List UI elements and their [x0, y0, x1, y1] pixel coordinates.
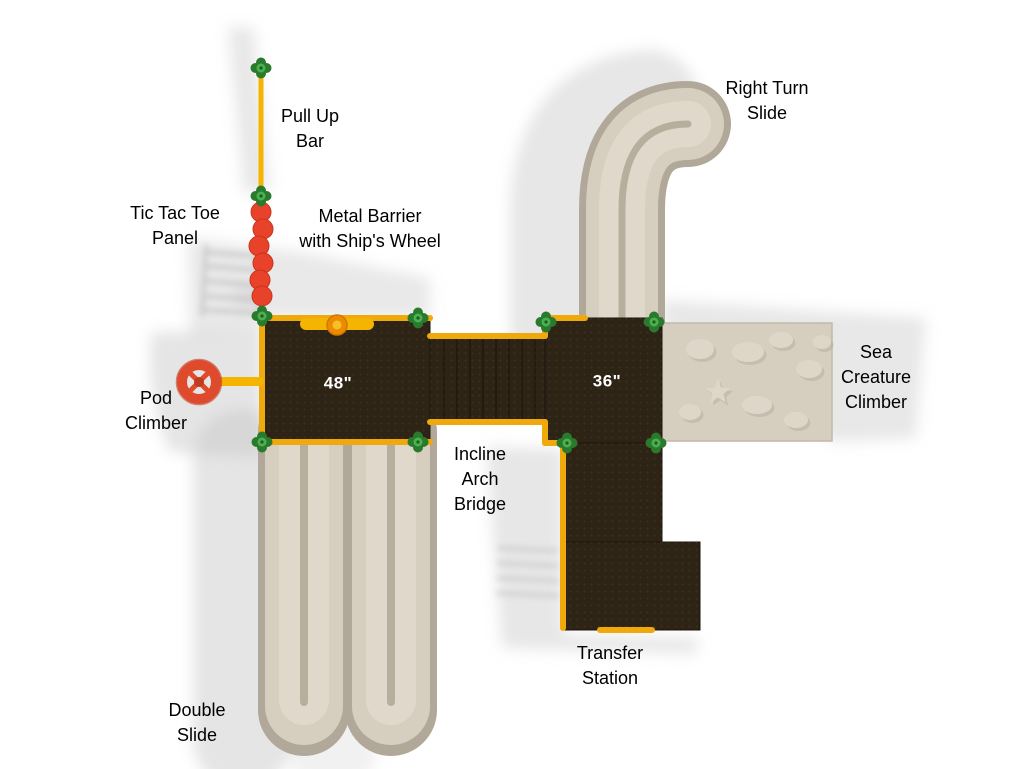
label-transfer-station: Transfer Station	[576, 643, 644, 688]
deck-48	[261, 317, 431, 443]
bridge-slats	[443, 339, 536, 419]
incline-arch-bridge	[429, 335, 546, 423]
label-metal-barrier: Metal Barrier with Ship's Wheel	[299, 206, 441, 251]
deck-36-size-label: 36"	[592, 371, 622, 391]
deck-36	[544, 317, 663, 444]
double-slide	[258, 386, 437, 756]
transfer-station	[562, 442, 701, 631]
starfish-icon	[705, 379, 731, 403]
climber-handhold-blobs	[679, 332, 831, 428]
right-turn-slide	[579, 81, 731, 378]
ladder-shadow-left	[199, 244, 261, 319]
ladder-shadow-transfer	[495, 545, 560, 599]
label-pull-up-bar: Pull Up Bar	[280, 106, 340, 151]
metal-barrier-ships-wheel	[300, 314, 374, 336]
deck-48-size-label: 48"	[323, 373, 353, 393]
label-incline-arch-bridge: Incline Arch Bridge	[453, 443, 507, 514]
tic-tac-toe-panel	[248, 201, 274, 307]
sea-creature-climber	[659, 322, 834, 442]
pod-climber	[175, 358, 264, 406]
label-double-slide: Double Slide	[168, 700, 226, 745]
label-sea-creature-climber: Sea Creature Climber	[840, 341, 912, 412]
label-tic-tac-toe-panel: Tic Tac Toe Panel	[130, 203, 220, 248]
label-pod-climber: Pod Climber	[124, 388, 188, 433]
label-right-turn-slide: Right Turn Slide	[725, 78, 809, 123]
